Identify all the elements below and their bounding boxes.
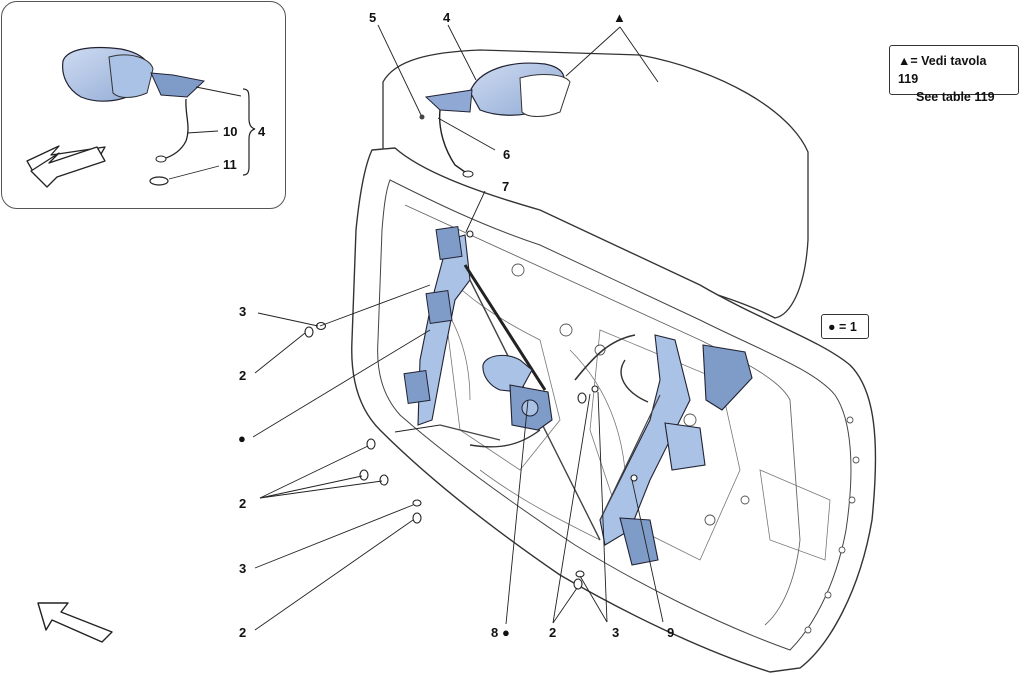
legend-table-line2: See table 119 bbox=[916, 90, 995, 104]
triangle-icon: ▲ bbox=[613, 10, 626, 25]
callout-3-center: 3 bbox=[612, 625, 620, 640]
dot-icon: ● bbox=[502, 625, 510, 640]
callout-2-mid: 2 bbox=[239, 496, 247, 511]
mirror-detail-inset: 10 11 4 bbox=[1, 1, 286, 209]
callout-2-left: 2 bbox=[239, 368, 247, 383]
callout-2-center: 2 bbox=[549, 625, 557, 640]
fasteners bbox=[304, 230, 638, 590]
callout-11: 11 bbox=[223, 157, 237, 172]
callout-4-group: 4 bbox=[258, 124, 266, 139]
callout-2-bottom: 2 bbox=[239, 625, 247, 640]
callout-10: 10 bbox=[223, 124, 238, 139]
callout-8: 8 bbox=[491, 625, 499, 640]
mirror-detail-drawing bbox=[26, 46, 256, 188]
mirror-assembly bbox=[419, 62, 571, 178]
door-frame bbox=[351, 147, 877, 673]
dot-icon: ● bbox=[238, 431, 246, 446]
legend-dot-text: = 1 bbox=[839, 320, 857, 334]
dot-icon: ● bbox=[828, 320, 836, 334]
window-regulator-left bbox=[403, 226, 601, 541]
regulator-motor bbox=[482, 354, 553, 431]
callout-4: 4 bbox=[443, 10, 451, 25]
leader-lines bbox=[252, 24, 664, 631]
callout-3-left: 3 bbox=[239, 304, 247, 319]
callout-5: 5 bbox=[369, 10, 377, 25]
callout-3-low: 3 bbox=[239, 561, 247, 576]
triangle-icon: ▲ bbox=[898, 54, 911, 68]
legend-dot-reference: ● = 1 bbox=[821, 314, 869, 339]
callout-6: 6 bbox=[503, 147, 511, 162]
callout-7: 7 bbox=[502, 179, 510, 194]
legend-table-reference: ▲= Vedi tavola 119 See table 119 bbox=[889, 45, 1019, 104]
legend-table-line1: = Vedi tavola 119 bbox=[898, 54, 987, 86]
callout-9: 9 bbox=[667, 625, 675, 640]
direction-arrow-icon bbox=[37, 602, 113, 643]
window-regulator-right bbox=[439, 334, 753, 566]
